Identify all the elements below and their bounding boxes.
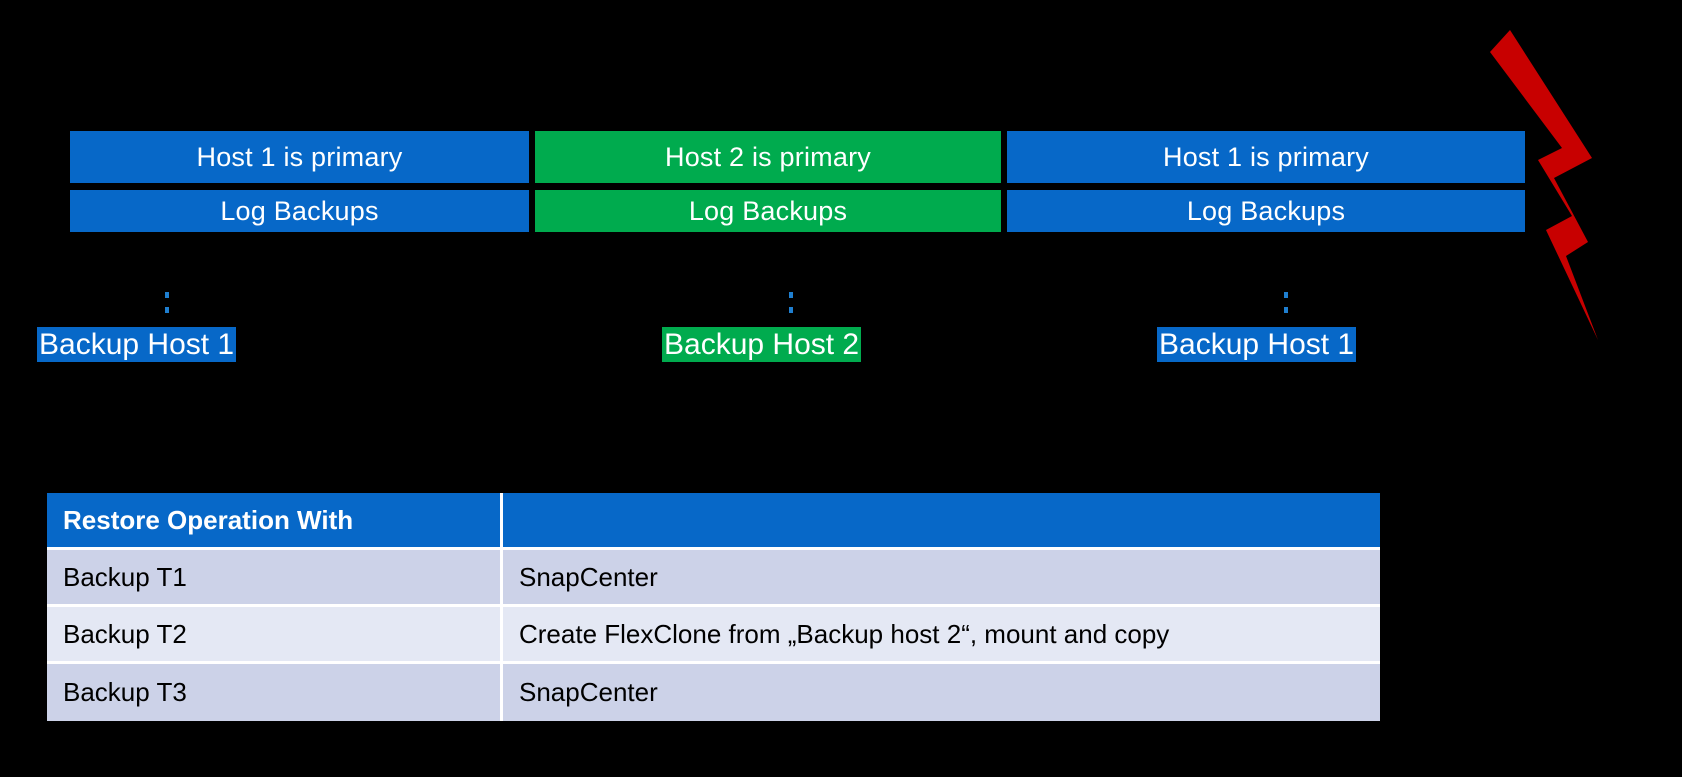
- cell-method: SnapCenter: [503, 550, 1380, 607]
- timeline-segment-2-log-backups: Log Backups: [535, 190, 1001, 232]
- backup-host-label-3: Backup Host 1: [1157, 327, 1357, 363]
- timeline-segment-1-primary: Host 1 is primary: [70, 131, 529, 183]
- cell-operation: Backup T2: [47, 607, 503, 664]
- table-header: Restore Operation With: [47, 493, 1380, 550]
- column-header-operation: Restore Operation With: [47, 493, 503, 550]
- timeline: Host 1 is primary Log Backups Host 2 is …: [0, 0, 1682, 240]
- timeline-segment-3-log-backups: Log Backups: [1007, 190, 1525, 232]
- cell-method: SnapCenter: [503, 664, 1380, 721]
- marker-dotted-line: [165, 292, 169, 328]
- cell-method: Create FlexClone from „Backup host 2“, m…: [503, 607, 1380, 664]
- cell-operation: Backup T1: [47, 550, 503, 607]
- timeline-segment-1-log-backups: Log Backups: [70, 190, 529, 232]
- table-row: Backup T3 SnapCenter: [47, 664, 1380, 721]
- backup-host-label-2: Backup Host 2: [662, 327, 862, 363]
- backup-host-label-1: Backup Host 1: [37, 327, 237, 363]
- cell-operation: Backup T3: [47, 664, 503, 721]
- timeline-segment-2-primary: Host 2 is primary: [535, 131, 1001, 183]
- table-body: Backup T1 SnapCenter Backup T2 Create Fl…: [47, 550, 1380, 721]
- timeline-segment-3-primary: Host 1 is primary: [1007, 131, 1525, 183]
- table-header-row: Restore Operation With: [47, 493, 1380, 550]
- restore-operations-table: Restore Operation With Backup T1 SnapCen…: [47, 493, 1380, 721]
- table-row: Backup T2 Create FlexClone from „Backup …: [47, 607, 1380, 664]
- column-header-method: [503, 493, 1380, 550]
- marker-dotted-line: [789, 292, 793, 328]
- marker-dotted-line: [1284, 292, 1288, 328]
- table-row: Backup T1 SnapCenter: [47, 550, 1380, 607]
